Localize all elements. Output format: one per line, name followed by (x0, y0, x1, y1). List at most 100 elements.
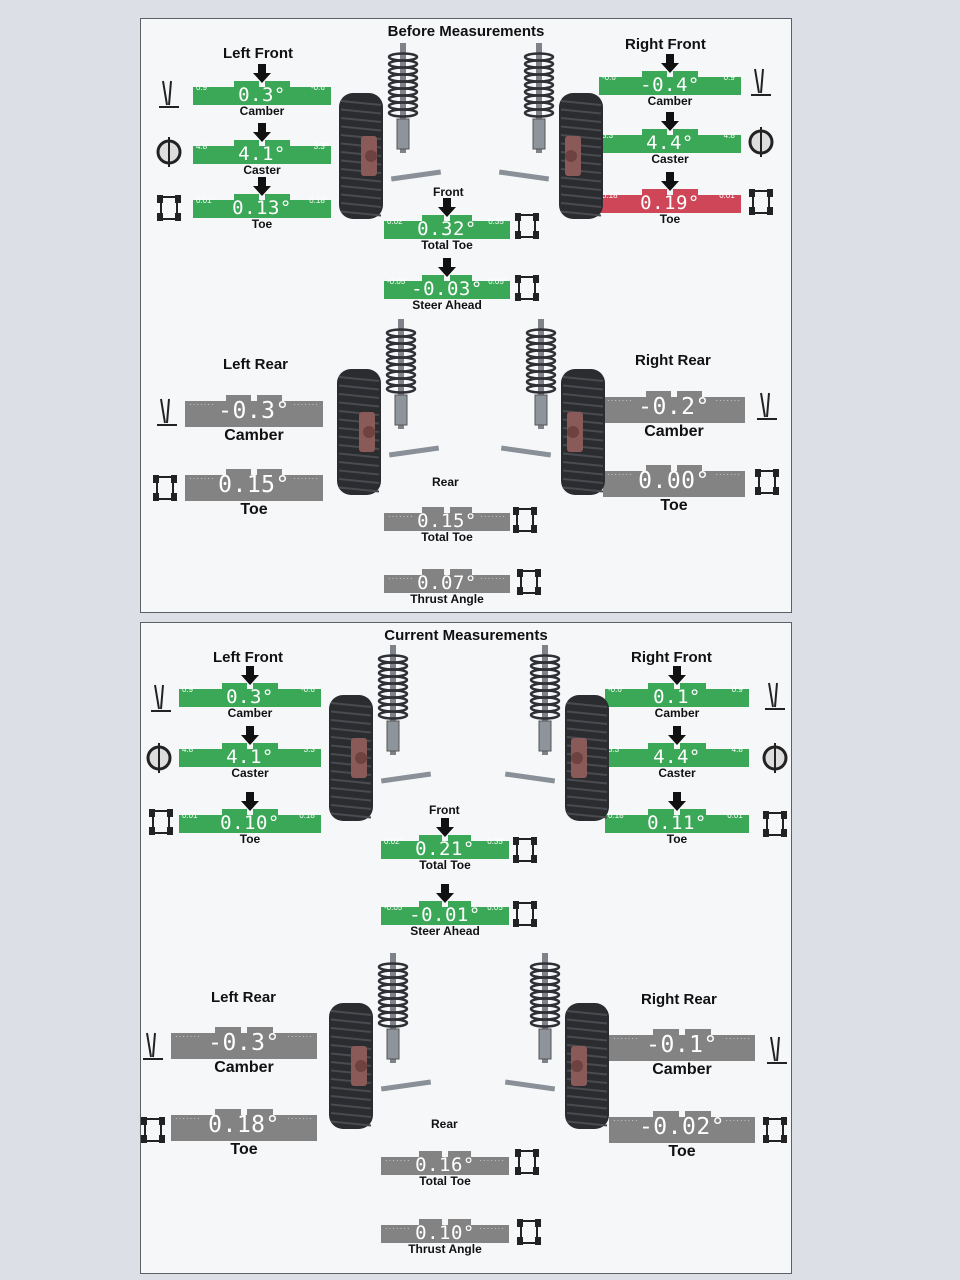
down-arrow-icon (438, 258, 456, 277)
gauge-reading: 0.19° (640, 192, 700, 214)
gauge-scale-dots: ······· (287, 1032, 313, 1041)
gauge-label: Camber (654, 706, 700, 720)
gauge-max-value: 0.05° (488, 277, 507, 286)
gauge-max-value: 0.01° (727, 811, 746, 820)
gauge-label: Camber (644, 423, 704, 440)
current-measurements-panel: Current Measurements Left Front Right Fr… (140, 622, 792, 1274)
toe-icon (749, 189, 773, 215)
gauge-reading: 0.18° (208, 1112, 280, 1138)
gauge-reading: 0.21° (415, 838, 475, 860)
camber-icon (157, 398, 177, 426)
down-arrow-icon (661, 172, 679, 191)
gauge-label: Camber (224, 427, 284, 444)
gauge-scale-dots: ······· (613, 1116, 639, 1125)
gauge-shape (171, 1109, 317, 1141)
right-front-label: Right Front (631, 649, 712, 666)
gauge-body: 3.3°4.8°4.4° (605, 743, 749, 768)
total-toe-icon (515, 1149, 539, 1175)
gauge-label: Toe (251, 217, 273, 231)
before-measurements-panel: Before Measurements Left Front Right Fro… (140, 18, 792, 613)
gauge-reading: 0.00° (638, 468, 710, 494)
gauge-label: Caster (658, 766, 696, 780)
gauge-min-value: -0.05° (384, 903, 406, 912)
gauge-reading: 4.1° (238, 143, 286, 165)
gauge-label: Total Toe (419, 1174, 471, 1188)
gauge-body: ··············-0.3° (185, 395, 323, 427)
gauge-label: Toe (230, 1141, 258, 1158)
panel-title: Before Measurements (387, 23, 545, 40)
gauge-body: 4.8°3.3°4.1° (179, 743, 321, 768)
caster-icon (762, 743, 788, 773)
gauge-shape (179, 743, 321, 767)
gauge-shape (381, 901, 509, 925)
gauge-reading: 0.10° (220, 812, 280, 834)
gauge-max-value: 0.01° (719, 191, 738, 200)
gauge-min-value: 0.02° (384, 837, 403, 846)
gauge-scale-dots: ······· (715, 470, 741, 479)
gauge-max-value: 0.18° (309, 196, 328, 205)
gauge-shape (381, 1151, 509, 1175)
gauge-min-value: 0.01° (196, 196, 215, 205)
gauge-label: Camber (239, 104, 285, 118)
gauge-label: Toe (660, 497, 688, 514)
gauge-reading: -0.2° (638, 394, 710, 420)
down-arrow-icon (436, 884, 454, 903)
gauge-shape (185, 395, 323, 427)
rear-center-label: Rear (431, 1117, 458, 1131)
gauge-body: 0.02°0.35°0.21° (381, 835, 509, 860)
gauge-shape (384, 275, 510, 299)
caster-icon (146, 743, 172, 773)
gauge-shape (605, 809, 749, 833)
gauge-max-value: -0.6° (311, 83, 328, 92)
gauge-body: -0.05°0.05°-0.03° (384, 275, 510, 300)
gauge-reading: -0.3° (208, 1030, 280, 1056)
gauge-shape (193, 81, 331, 105)
gauge-min-value: 3.3° (602, 131, 617, 140)
gauge-reading: 0.15° (417, 510, 477, 532)
gauge-reading: 0.16° (415, 1154, 475, 1176)
gauge-body: ··············0.10° (381, 1219, 509, 1244)
down-arrow-icon (668, 726, 686, 745)
gauge-label: Toe (240, 501, 268, 518)
gauge-reading: 0.10° (415, 1222, 475, 1244)
gauge-label: Total Toe (421, 530, 473, 544)
gauge-reading: -0.03° (411, 278, 483, 300)
gauge-body: -0.05°0.05°-0.01° (381, 901, 509, 926)
gauge-max-value: 0.9° (723, 73, 738, 82)
gauge-scale-dots: ······· (293, 474, 319, 483)
gauge-body: 0.18°0.01°0.11° (605, 809, 749, 834)
steer-ahead-icon (513, 901, 537, 927)
gauge-scale-dots: ······· (715, 396, 741, 405)
panel-title: Current Measurements (384, 627, 548, 644)
gauge-scale-dots: ······· (725, 1034, 751, 1043)
gauge-scale-dots: ······· (388, 574, 414, 583)
gauge-label: Toe (659, 212, 681, 226)
down-arrow-icon (668, 792, 686, 811)
gauge-scale-dots: ······· (725, 1116, 751, 1125)
gauge-body: 0.18°0.01°0.19° (599, 189, 741, 214)
camber-icon (151, 684, 171, 712)
gauge-max-value: 4.8° (723, 131, 738, 140)
front-center-label: Front (429, 803, 460, 817)
left-rear-label: Left Rear (223, 356, 289, 373)
camber-icon (757, 392, 777, 420)
gauge-label: Caster (651, 152, 689, 166)
gauge-body: ··············0.16° (381, 1151, 509, 1176)
gauge-shape (179, 683, 321, 707)
gauge-body: -0.6°0.9°-0.4° (599, 71, 741, 96)
gauge-shape (599, 189, 741, 213)
down-arrow-icon (241, 666, 259, 685)
gauge-min-value: 0.18° (608, 811, 627, 820)
gauge-label: Toe (668, 1143, 696, 1160)
gauge-body: 0.02°0.35°0.32° (384, 215, 510, 240)
gauge-scale-dots: ······· (189, 474, 215, 483)
gauge-body: 0.9°-0.6°0.3° (193, 81, 331, 106)
gauge-scale-dots: ······· (385, 1224, 411, 1233)
gauge-label: Camber (227, 706, 273, 720)
gauge-shape (609, 1029, 755, 1061)
gauge-max-value: -0.6° (301, 685, 318, 694)
gauge-max-value: 0.35° (488, 217, 507, 226)
gauge-body: ··············0.15° (384, 507, 510, 532)
gauge-scale-dots: ······· (293, 400, 319, 409)
camber-icon (159, 80, 179, 108)
